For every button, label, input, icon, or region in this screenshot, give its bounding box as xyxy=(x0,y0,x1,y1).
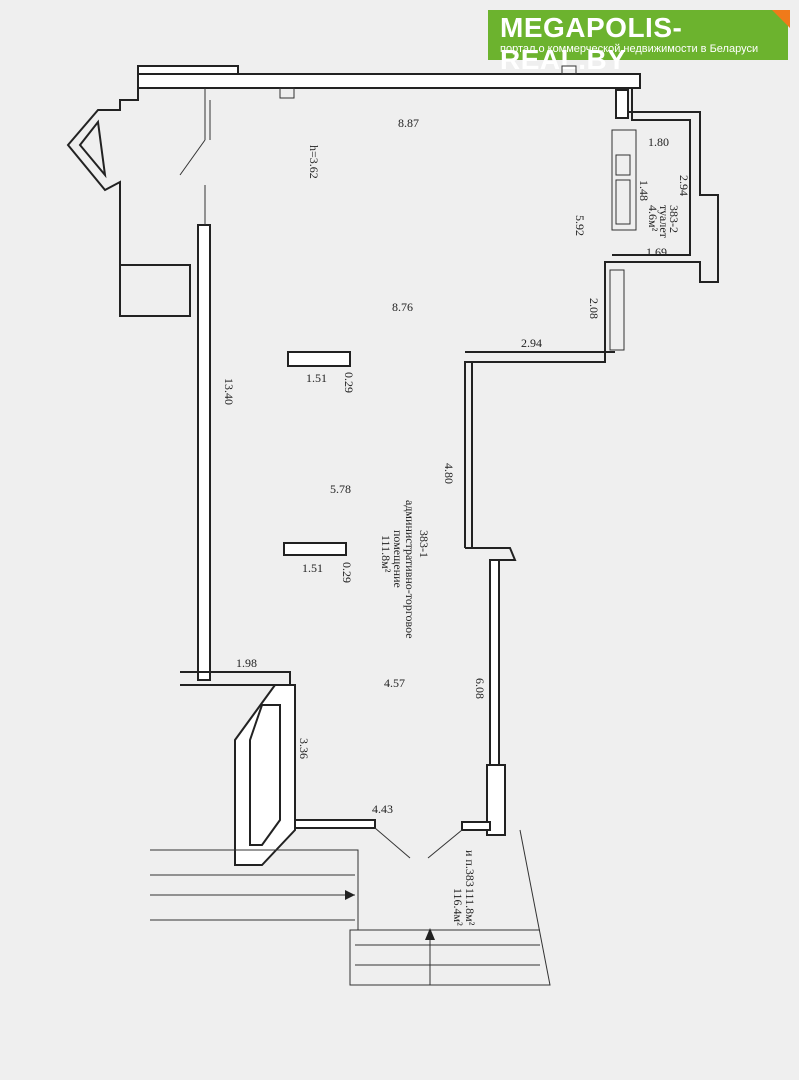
dim-right-upper: 5.92 xyxy=(573,215,587,236)
dim-toilet-bottom: 1.69 xyxy=(646,245,667,259)
labels: 8.87 h=3.62 1.80 2.94 1.48 383-2 туалет … xyxy=(222,116,691,926)
steps-outline xyxy=(150,829,551,986)
dim-ceiling-height: h=3.62 xyxy=(307,145,321,179)
door-notch xyxy=(465,547,517,561)
main-room-area: 111.8м² xyxy=(379,535,393,573)
total-area-2: 116.4м² xyxy=(451,888,465,926)
dim-column2-width: 1.51 xyxy=(302,561,323,575)
wall-left xyxy=(197,224,211,681)
dim-left-length: 13.40 xyxy=(222,378,236,405)
dim-toilet-side: 2.94 xyxy=(677,175,691,196)
wall-toilet-inner xyxy=(612,88,691,256)
wall-entry-left xyxy=(294,819,376,829)
column-right xyxy=(486,764,506,836)
dim-mid-width: 5.78 xyxy=(330,482,351,496)
main-room-type2: помещение xyxy=(391,530,405,588)
total-label: и п.383 xyxy=(463,850,477,887)
annex-triangle xyxy=(78,119,107,179)
toilet-fixture-2 xyxy=(615,179,631,225)
dim-step-top: 2.94 xyxy=(521,336,542,350)
dim-right-lower: 6.08 xyxy=(473,678,487,699)
site-logo[interactable]: MEGAPOLIS-REAL.BY портал о коммерческой … xyxy=(488,10,790,75)
annex-door-leaf xyxy=(179,139,206,176)
toilet-inner-wall xyxy=(611,129,637,231)
main-room-type: административно-торговое xyxy=(403,500,417,639)
wall-bottom-left xyxy=(180,671,291,686)
logo-corner xyxy=(772,10,790,28)
dim-right-mid: 4.80 xyxy=(442,463,456,484)
arrow-head xyxy=(425,928,435,940)
shaft xyxy=(609,269,625,351)
logo-subtitle: портал о коммерческой недвижимости в Бел… xyxy=(500,43,759,55)
wall-top-left xyxy=(137,65,239,75)
annex-wall xyxy=(66,88,191,317)
dim-bay-side: 3.36 xyxy=(297,738,311,759)
door-leaf-left xyxy=(374,827,411,859)
logo-title: MEGAPOLIS-REAL.BY xyxy=(500,12,683,75)
dim-top-width: 8.87 xyxy=(398,116,419,130)
walls xyxy=(66,65,719,986)
toilet-duct xyxy=(615,89,629,119)
dim-column1-depth: 0.29 xyxy=(342,372,356,393)
toilet-type: туалет xyxy=(657,205,671,239)
wall-entry-right xyxy=(461,821,491,831)
toilet-fixture xyxy=(615,154,631,176)
dim-toilet-inner: 1.48 xyxy=(637,180,651,201)
wall-top xyxy=(137,73,641,89)
arrow-head xyxy=(345,890,355,900)
dim-column1-width: 1.51 xyxy=(306,371,327,385)
dim-entry-width: 4.43 xyxy=(372,802,393,816)
bay-wall xyxy=(234,684,296,866)
dim-middle-width: 8.76 xyxy=(392,300,413,314)
toilet-number: 383-2 xyxy=(667,205,681,233)
toilet-area: 4.6м² xyxy=(646,205,660,232)
bay-inner xyxy=(249,704,281,846)
dim-toilet-top: 1.80 xyxy=(648,135,669,149)
dim-bottom-left: 1.98 xyxy=(236,656,257,670)
column-1 xyxy=(287,351,351,367)
main-room-number: 383-1 xyxy=(417,530,431,558)
total-area-1: 111.8м² xyxy=(463,888,477,926)
dim-step-side: 2.08 xyxy=(587,298,601,319)
dim-lower-width: 4.57 xyxy=(384,676,405,690)
column-2 xyxy=(283,542,347,556)
door-leaf-right xyxy=(427,829,463,859)
dim-column2-depth: 0.29 xyxy=(340,562,354,583)
vent-top xyxy=(561,65,577,75)
wall-right-upper xyxy=(464,88,719,548)
vent xyxy=(279,87,295,99)
